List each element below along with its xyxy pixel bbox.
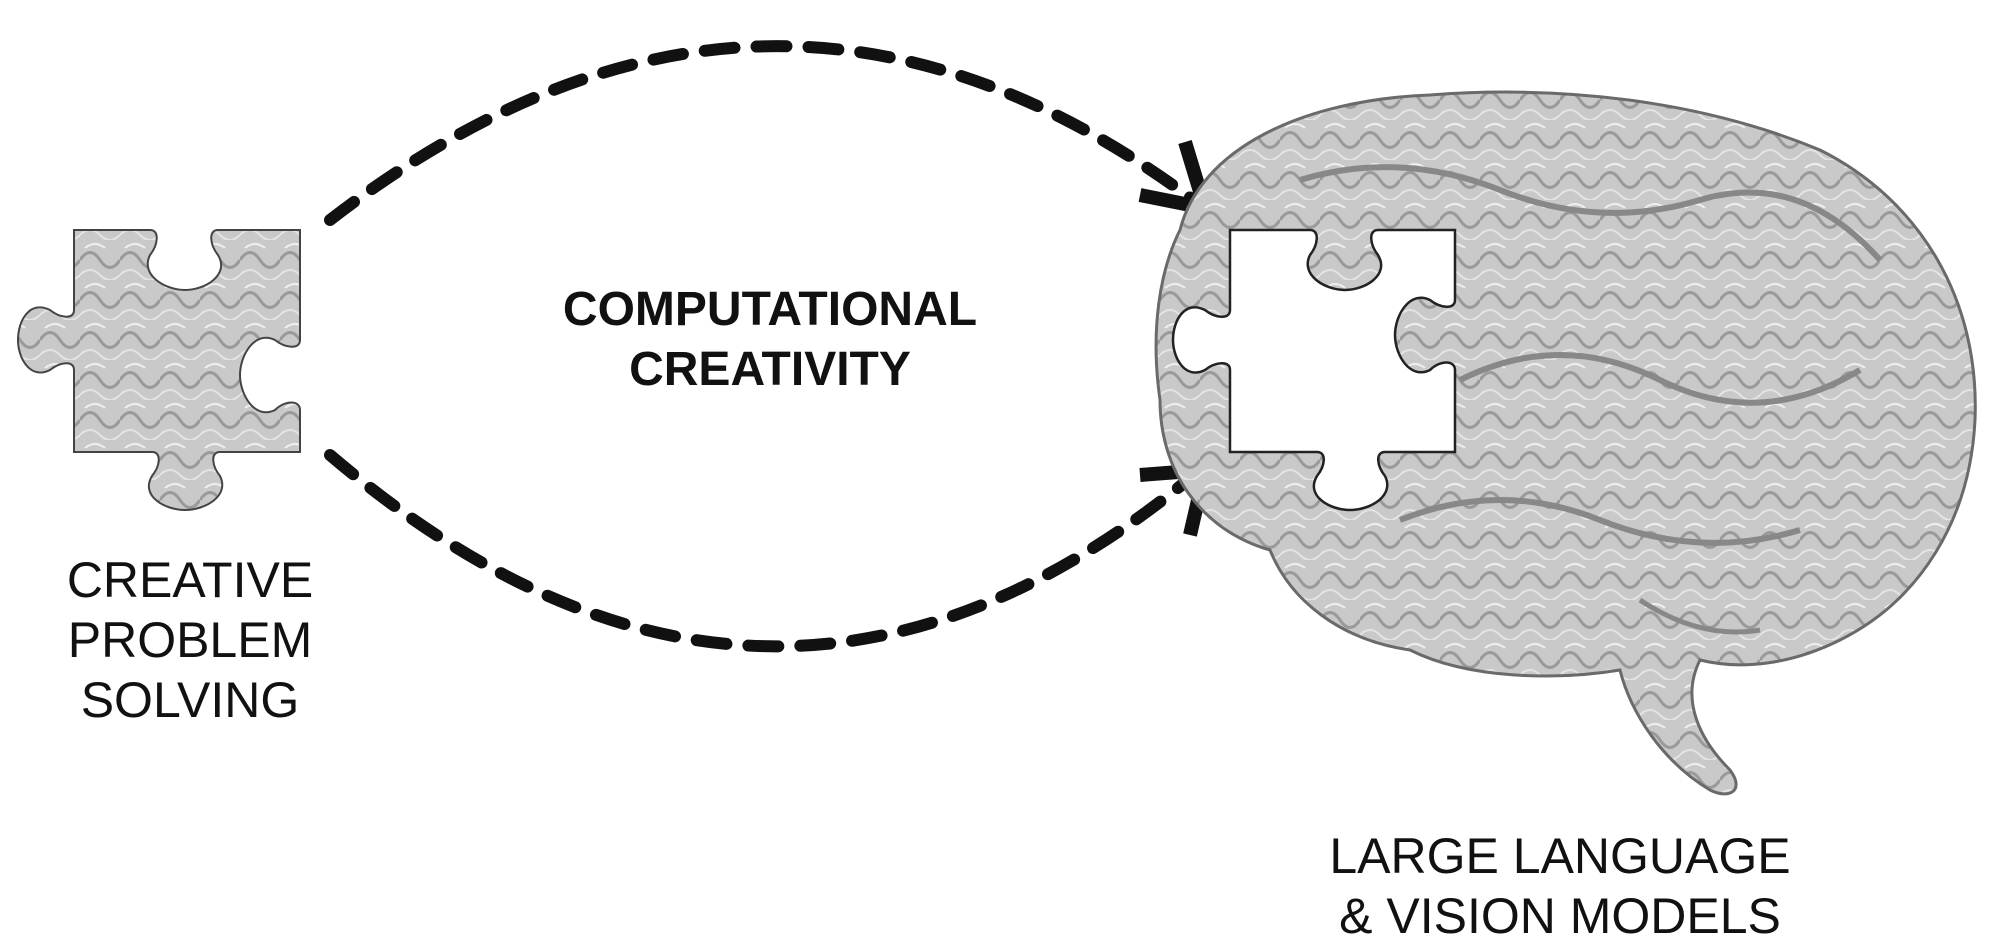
- left-label-line-1: CREATIVE: [66, 552, 314, 608]
- right-label-line-2: & VISION MODELS: [1339, 888, 1781, 944]
- dashed-arrow-bottom: [324, 449, 1206, 653]
- puzzle-slot-icon: [1171, 228, 1457, 512]
- left-label-line-2: PROBLEM: [67, 612, 313, 668]
- dashed-arrow-top: [324, 40, 1206, 226]
- computational-creativity-label: COMPUTATIONAL CREATIVITY: [520, 280, 1020, 400]
- creative-problem-solving-label: CREATIVE PROBLEM SOLVING: [40, 550, 340, 730]
- center-label-line-1: COMPUTATIONAL: [562, 283, 978, 336]
- puzzle-piece-icon: [16, 229, 301, 512]
- right-label-line-1: LARGE LANGUAGE: [1329, 828, 1791, 884]
- center-label-line-2: CREATIVITY: [629, 343, 911, 396]
- left-label-line-3: SOLVING: [80, 672, 300, 728]
- brain-icon: [1154, 90, 1977, 796]
- large-language-vision-models-label: LARGE LANGUAGE & VISION MODELS: [1260, 826, 1860, 946]
